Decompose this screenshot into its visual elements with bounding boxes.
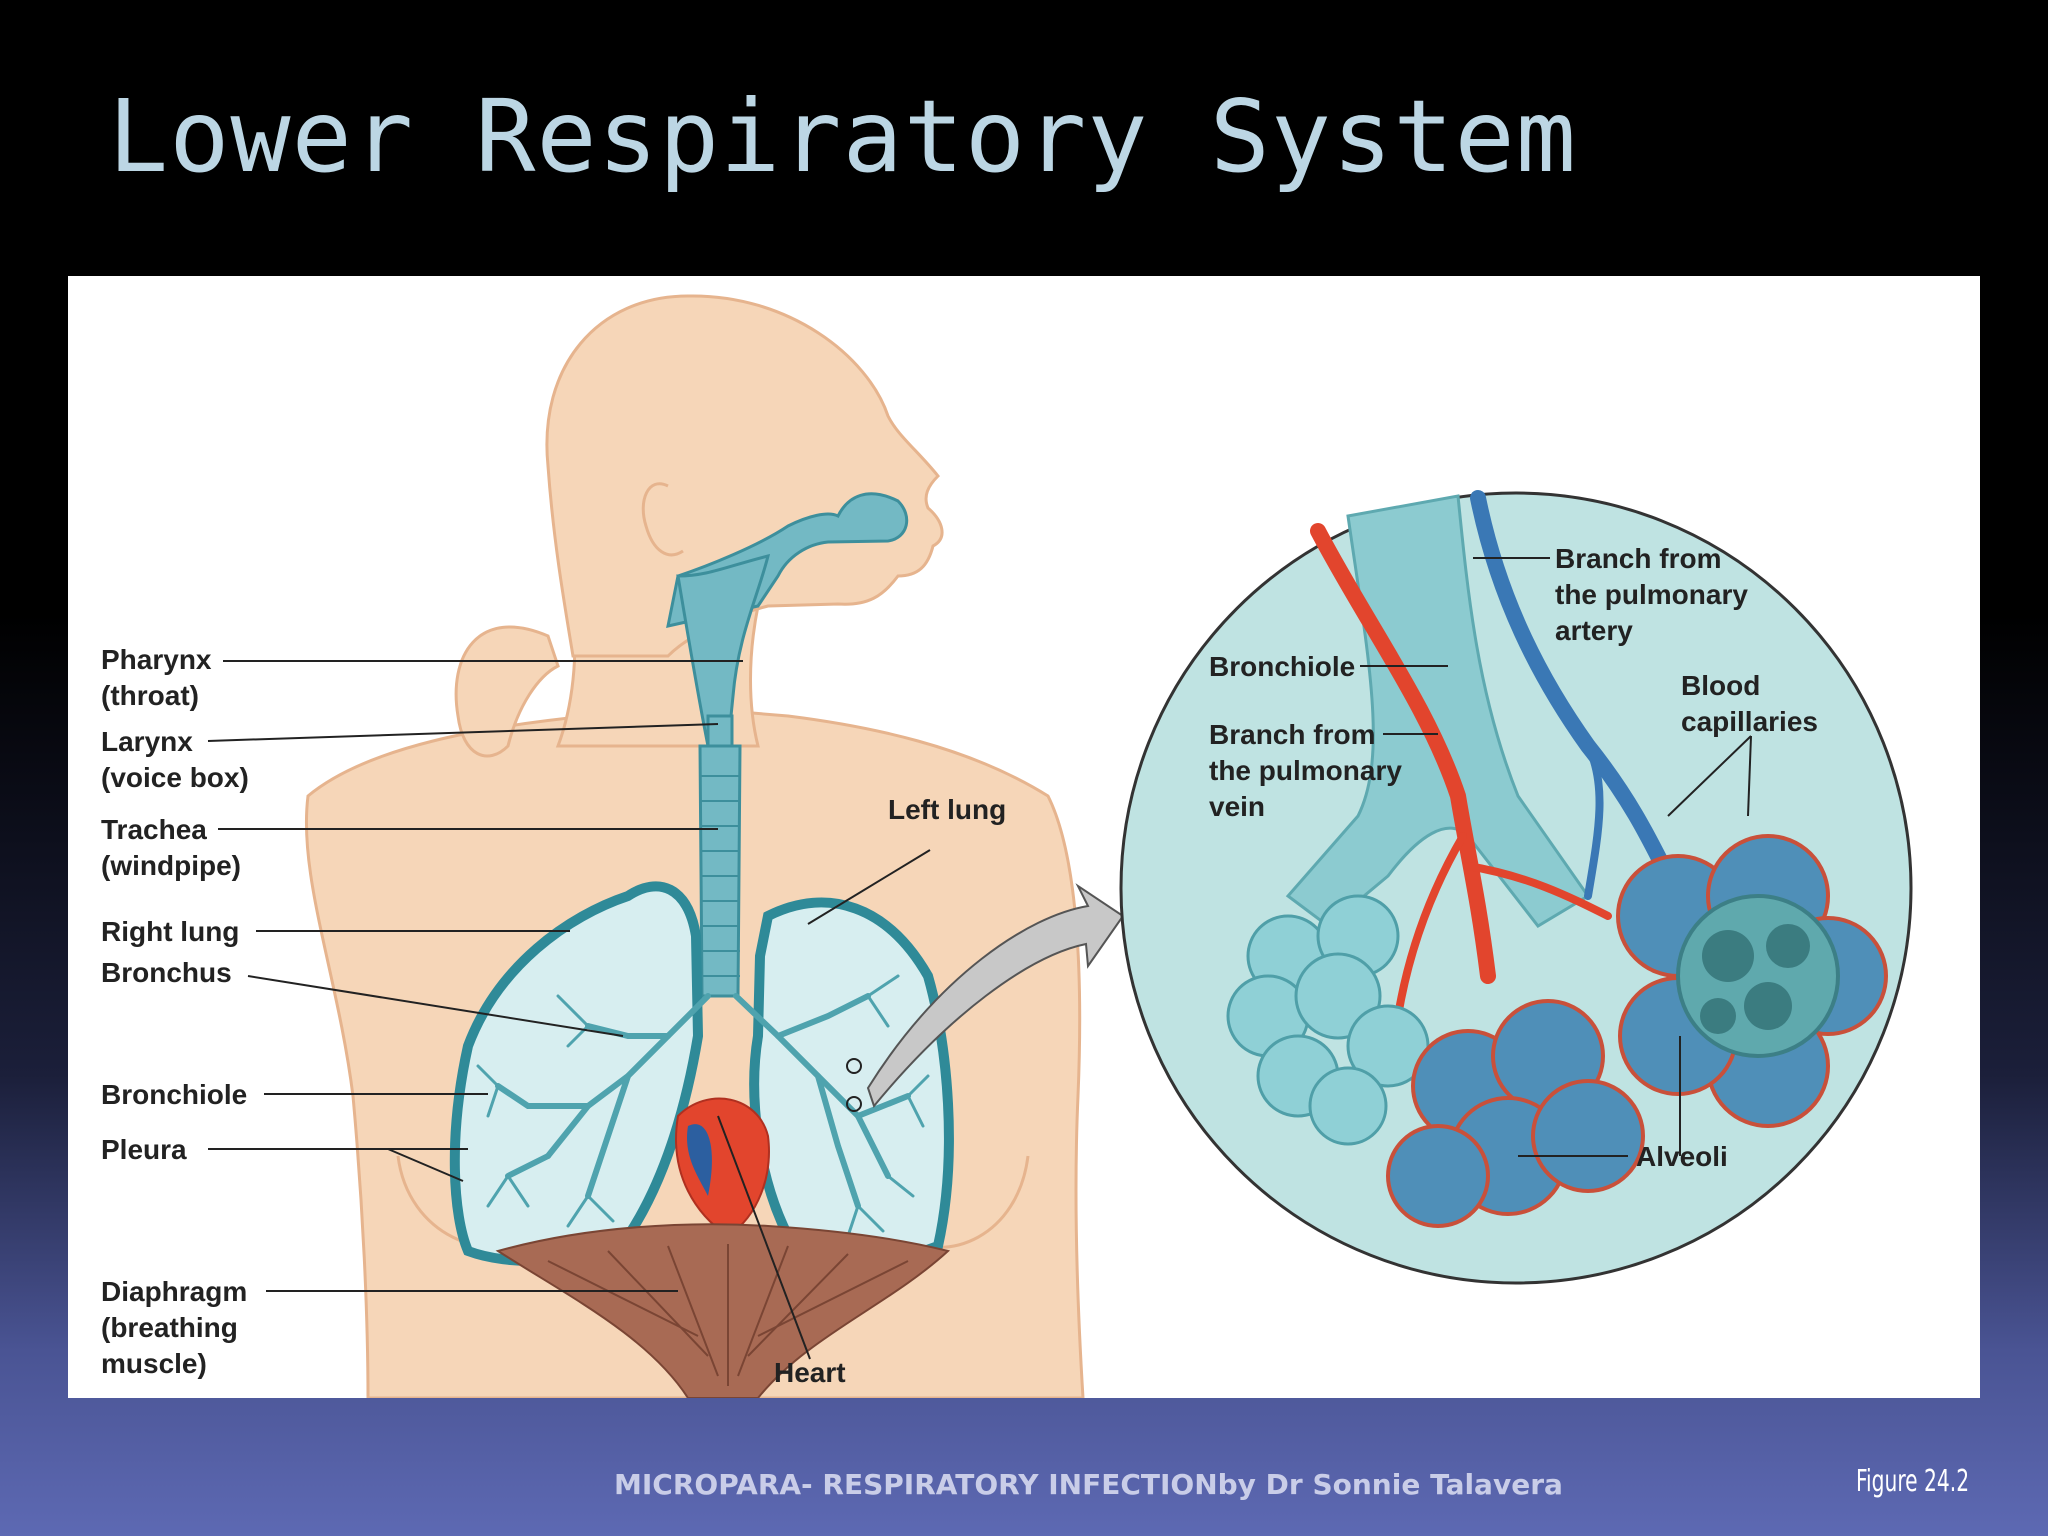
respiratory-figure: Pharynx (throat) Larynx (voice box) Trac… (68, 276, 1980, 1398)
inset-vein (1310, 523, 1496, 984)
label-pharynx-sub: (throat) (101, 680, 199, 711)
label-artery-1: Branch from (1555, 543, 1721, 574)
label-pleura: Pleura (101, 1134, 187, 1165)
label-artery-3: artery (1555, 615, 1633, 646)
head (545, 294, 944, 658)
inset-vein-branch (1394, 832, 1467, 1020)
bronchiole-twigs (476, 974, 930, 1238)
larynx (706, 714, 734, 748)
inset-vein-branch (1464, 862, 1612, 920)
label-vein-3: vein (1209, 791, 1265, 822)
label-diaphragm-sub1: (breathing (101, 1312, 238, 1343)
label-larynx-sub: (voice box) (101, 762, 249, 793)
label-left-lung: Left lung (888, 794, 1006, 825)
slide-title: Lower Respiratory System (108, 78, 1577, 195)
bronchial-tree (495, 993, 911, 1209)
inset-artery-branch (1584, 742, 1604, 900)
alveoli-inset (1119, 490, 1913, 1285)
pharynx-tube (676, 553, 771, 748)
body-illustration (304, 294, 1085, 1398)
label-heart: Heart (774, 1357, 846, 1388)
label-capillaries-2: capillaries (1681, 706, 1818, 737)
leader-lines (207, 557, 1752, 1360)
figure-number: Figure 24.2 (1856, 1464, 1970, 1499)
label-pharynx: Pharynx (101, 644, 212, 675)
label-bronchus: Bronchus (101, 957, 232, 988)
diaphragm-fibers (547, 1244, 909, 1386)
label-right-lung: Right lung (101, 916, 239, 947)
label-trachea-sub: (windpipe) (101, 850, 241, 881)
inset-artery (1470, 490, 1676, 884)
left-lung (749, 897, 954, 1264)
label-inset-bronchiole: Bronchiole (1209, 651, 1355, 682)
trachea-rings (700, 775, 740, 977)
label-diaphragm: Diaphragm (101, 1276, 247, 1307)
label-diaphragm-sub2: muscle) (101, 1348, 207, 1379)
alveoli-cluster-cutaway (1616, 834, 1888, 1128)
trachea (698, 744, 742, 998)
label-artery-2: the pulmonary (1555, 579, 1748, 610)
label-trachea: Trachea (101, 814, 207, 845)
zoom-marker (846, 1096, 862, 1112)
alveoli-cluster-capillary (1386, 999, 1645, 1228)
slide-footer: MICROPARA- RESPIRATORY INFECTIONby Dr So… (614, 1468, 1563, 1501)
label-vein-2: the pulmonary (1209, 755, 1402, 786)
heart-vein (687, 1124, 712, 1196)
label-bronchiole: Bronchiole (101, 1079, 247, 1110)
label-larynx: Larynx (101, 726, 193, 757)
zoom-marker (846, 1058, 862, 1074)
label-capillaries-1: Blood (1681, 670, 1760, 701)
ponytail (454, 625, 560, 758)
label-alveoli: Alveoli (1636, 1141, 1728, 1172)
label-vein-1: Branch from (1209, 719, 1375, 750)
ear (641, 482, 684, 557)
